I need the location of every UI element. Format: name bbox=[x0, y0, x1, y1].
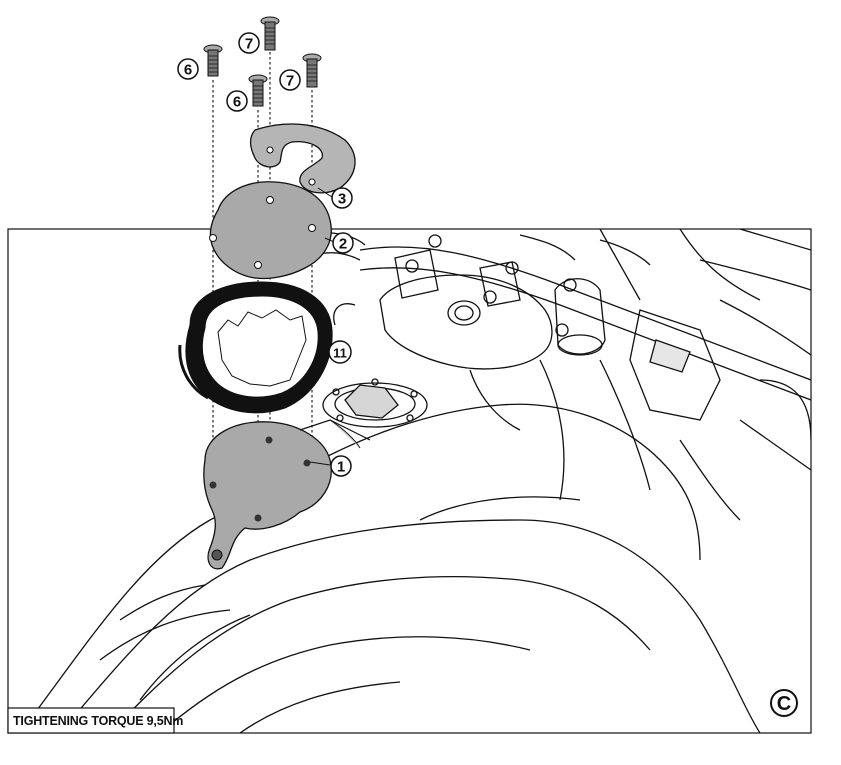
screw-6-left bbox=[203, 44, 223, 77]
callout-2-label: 2 bbox=[339, 236, 347, 253]
callout-3: 3 bbox=[331, 187, 353, 209]
callout-3-label: 3 bbox=[338, 191, 346, 208]
callout-11-label: 11 bbox=[333, 346, 347, 361]
callout-6-left-label: 6 bbox=[184, 62, 192, 79]
torque-label-text: TIGHTENING TORQUE 9,5Nm bbox=[13, 714, 183, 728]
callout-7-right: 7 bbox=[279, 69, 301, 91]
part-2-flange-plate bbox=[209, 181, 332, 280]
callout-11: 11 bbox=[328, 340, 352, 364]
callout-1-label: 1 bbox=[337, 459, 345, 476]
callout-6-center-label: 6 bbox=[233, 94, 241, 111]
part-11-ring bbox=[178, 281, 333, 414]
view-label-text: C bbox=[777, 693, 791, 715]
callout-6-center: 6 bbox=[226, 90, 248, 112]
motorcycle-line-art bbox=[19, 229, 811, 733]
screw-6-center bbox=[248, 74, 268, 107]
screw-7-top bbox=[260, 16, 280, 51]
torque-label-box: TIGHTENING TORQUE 9,5Nm bbox=[7, 707, 183, 734]
callout-7-right-label: 7 bbox=[286, 73, 294, 90]
callout-6-left: 6 bbox=[177, 58, 199, 80]
view-frame bbox=[7, 228, 812, 734]
part-1-base-plate bbox=[203, 419, 371, 570]
part-3-bracket bbox=[249, 123, 356, 194]
callout-7-top-label: 7 bbox=[245, 36, 253, 53]
view-label-c: C bbox=[770, 689, 798, 717]
screw-7-right bbox=[302, 53, 322, 88]
callout-leaders bbox=[309, 187, 335, 466]
callout-1: 1 bbox=[330, 455, 352, 477]
callout-2: 2 bbox=[332, 232, 354, 254]
callout-7-top: 7 bbox=[238, 32, 260, 54]
